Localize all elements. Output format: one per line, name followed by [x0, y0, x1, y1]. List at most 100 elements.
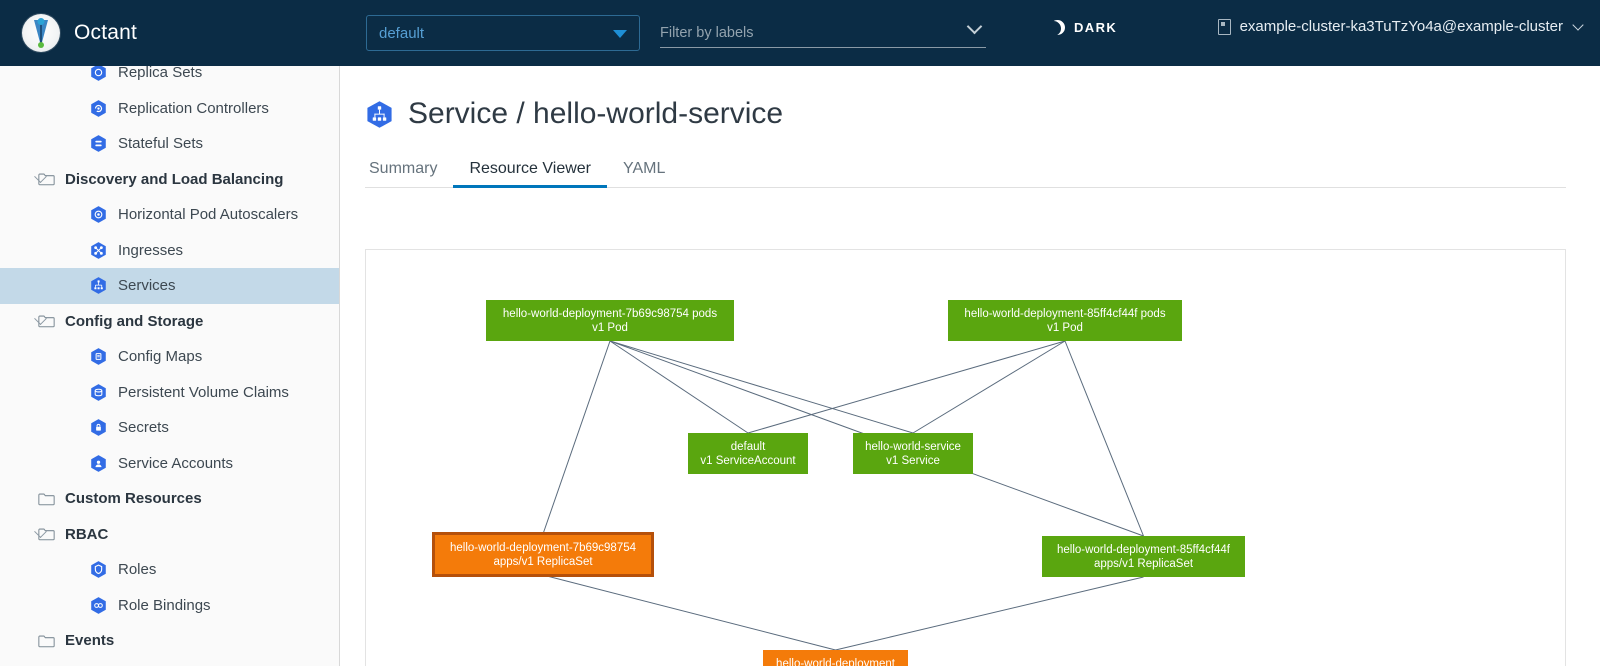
- sidebar-item-persistent-volume-claims[interactable]: Persistent Volume Claims: [0, 375, 339, 411]
- sidebar-item-label: Ingresses: [118, 241, 184, 259]
- k8s-rolebinding-icon: [89, 596, 108, 615]
- sidebar-item-label: Replica Sets: [118, 66, 203, 82]
- graph-node-kind: apps/v1 ReplicaSet: [493, 555, 593, 568]
- folder-icon: [38, 314, 55, 328]
- label-filter-placeholder: Filter by labels: [660, 24, 754, 41]
- sidebar-item-config-and-storage[interactable]: Config and Storage: [0, 304, 339, 340]
- sidebar-item-label: Config Maps: [118, 348, 203, 366]
- sidebar-item-label: Role Bindings: [118, 596, 211, 614]
- sidebar-item-stateful-sets[interactable]: Stateful Sets: [0, 126, 339, 162]
- tab-yaml[interactable]: YAML: [623, 160, 666, 177]
- graph-edge: [835, 576, 1144, 651]
- sidebar-item-label: Events: [65, 632, 115, 650]
- sidebar-item-replica-sets[interactable]: Replica Sets: [0, 66, 339, 91]
- sidebar-item-roles[interactable]: Roles: [0, 552, 339, 588]
- sidebar-item-events[interactable]: Events: [0, 623, 339, 659]
- k8s-hpa-icon: [89, 205, 108, 224]
- sidebar-item-discovery-and-load-balancing[interactable]: Discovery and Load Balancing: [0, 162, 339, 198]
- graph-edge: [542, 340, 611, 535]
- chevron-down-icon: [1572, 18, 1584, 31]
- folder-icon: [38, 527, 55, 541]
- sidebar-item-label: Service Accounts: [118, 454, 234, 472]
- k8s-service-icon: [365, 100, 394, 129]
- k8s-service-icon: [89, 276, 108, 295]
- dark-mode-label: DARK: [1074, 20, 1118, 35]
- sidebar-item-label: Custom Resources: [65, 490, 202, 508]
- graph-node-name: default: [730, 440, 766, 453]
- sidebar-item-label: Stateful Sets: [118, 135, 204, 153]
- k8s-configmap-icon: [89, 347, 108, 366]
- k8s-secret-icon: [89, 418, 108, 437]
- sidebar-item-label: Roles: [118, 561, 157, 579]
- sidebar-item-secrets[interactable]: Secrets: [0, 410, 339, 446]
- sidebar-item-label: Secrets: [118, 419, 169, 437]
- sidebar-item-custom-resources[interactable]: Custom Resources: [0, 481, 339, 517]
- graph-edge: [542, 574, 836, 651]
- graph-edge: [1064, 340, 1144, 537]
- cluster-selector[interactable]: example-cluster-ka3TuTzYo4a@example-clus…: [1217, 18, 1584, 35]
- page-title: Service / hello-world-service: [365, 97, 1600, 131]
- folder-icon: [38, 492, 55, 506]
- graph-node-kind: v1 ServiceAccount: [700, 454, 796, 467]
- graph-node-kind: v1 Pod: [592, 321, 628, 334]
- sidebar-item-role-bindings[interactable]: Role Bindings: [0, 588, 339, 624]
- folder-icon: [38, 172, 55, 186]
- sidebar-item-service-accounts[interactable]: Service Accounts: [0, 446, 339, 482]
- graph-node-name: hello-world-service: [865, 440, 961, 453]
- graph-node-name: hello-world-deployment-85ff4cf44f: [1056, 543, 1231, 556]
- graph-node-name: hello-world-deployment-85ff4cf44f pods: [964, 307, 1166, 320]
- sidebar-item-label: Persistent Volume Claims: [118, 383, 289, 401]
- folder-icon: [38, 634, 55, 648]
- graph-node-kind: apps/v1 ReplicaSet: [1093, 557, 1194, 570]
- graph-node-name: hello-world-deployment: [776, 657, 895, 666]
- caret-down-icon: [613, 30, 627, 38]
- graph-edge: [609, 340, 914, 434]
- k8s-serviceaccount-icon: [89, 454, 108, 473]
- sidebar-item-horizontal-pod-autoscalers[interactable]: Horizontal Pod Autoscalers: [0, 197, 339, 233]
- graph-node-kind: v1 Service: [886, 454, 940, 467]
- namespace-select[interactable]: default: [366, 15, 640, 51]
- brand[interactable]: Octant: [22, 14, 137, 52]
- graph-node-name: hello-world-deployment-7b69c98754: [449, 541, 637, 554]
- brand-title: Octant: [74, 21, 138, 44]
- cluster-name: example-cluster-ka3TuTzYo4a@example-clus…: [1239, 18, 1563, 35]
- graph-node-name: hello-world-deployment-7b69c98754 pods: [502, 307, 718, 320]
- tab-resource-viewer[interactable]: Resource Viewer: [453, 160, 607, 188]
- namespace-value: default: [379, 24, 425, 42]
- label-filter-input[interactable]: Filter by labels: [660, 18, 986, 48]
- main-content: Service / hello-world-service Summary Res…: [341, 66, 1600, 666]
- graph-edge: [747, 340, 1066, 434]
- graph-node-kind: v1 Pod: [1047, 321, 1083, 334]
- k8s-ingress-icon: [89, 241, 108, 260]
- sidebar-item-label: Config and Storage: [65, 312, 204, 330]
- tab-summary[interactable]: Summary: [369, 160, 438, 177]
- sidebar-item-label: Discovery and Load Balancing: [65, 170, 284, 188]
- moon-icon: [1050, 20, 1065, 35]
- sidebar-item-ingresses[interactable]: Ingresses: [0, 233, 339, 269]
- sidebar-item-label: RBAC: [65, 525, 109, 543]
- dark-mode-toggle[interactable]: DARK: [1050, 20, 1117, 35]
- app-header: Octant default Filter by labels DARK exa…: [0, 0, 1600, 66]
- graph-edge: [912, 340, 1066, 434]
- page-title-text: Service / hello-world-service: [408, 97, 784, 130]
- sidebar-item-label: Services: [118, 277, 176, 295]
- graph-node[interactable]: hello-world-deploymentapps/v1 Deployment: [763, 650, 908, 666]
- sidebar-item-services[interactable]: Services: [0, 268, 339, 304]
- sidebar-item-rbac[interactable]: RBAC: [0, 517, 339, 553]
- k8s-pvc-icon: [89, 383, 108, 402]
- sidebar-item-label: Replication Controllers: [118, 99, 269, 117]
- graph-edge: [609, 340, 749, 434]
- sidebar-item-config-maps[interactable]: Config Maps: [0, 339, 339, 375]
- cluster-icon: [1217, 18, 1231, 35]
- k8s-replicaset-icon: [89, 66, 108, 82]
- sidebar-item-replication-controllers[interactable]: Replication Controllers: [0, 91, 339, 127]
- k8s-statefulset-icon: [89, 134, 108, 153]
